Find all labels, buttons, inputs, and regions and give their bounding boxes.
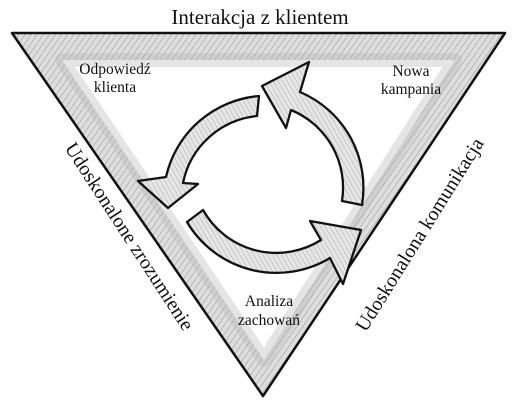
corner-label-right-line2: kampania xyxy=(381,81,441,98)
cycle-arrows xyxy=(136,60,365,286)
cycle-arrow-top xyxy=(260,60,365,207)
cycle-arrow-left xyxy=(136,94,261,210)
triangle-frame xyxy=(10,31,507,398)
cycle-arrow-bottom xyxy=(185,208,363,286)
corner-label-bottom-line1: Analiza xyxy=(245,293,293,310)
triangle-inner-area xyxy=(62,60,455,360)
top-edge-label: Interakcja z klientem xyxy=(171,5,348,29)
triangle-inner-shading xyxy=(55,53,462,367)
corner-label-bottom-line2: zachowań xyxy=(238,312,300,329)
corner-label-left-line2: klienta xyxy=(94,79,136,96)
corner-label-left-line1: Odpowiedź xyxy=(79,61,151,78)
corner-label-right-line1: Nowa xyxy=(392,63,429,80)
